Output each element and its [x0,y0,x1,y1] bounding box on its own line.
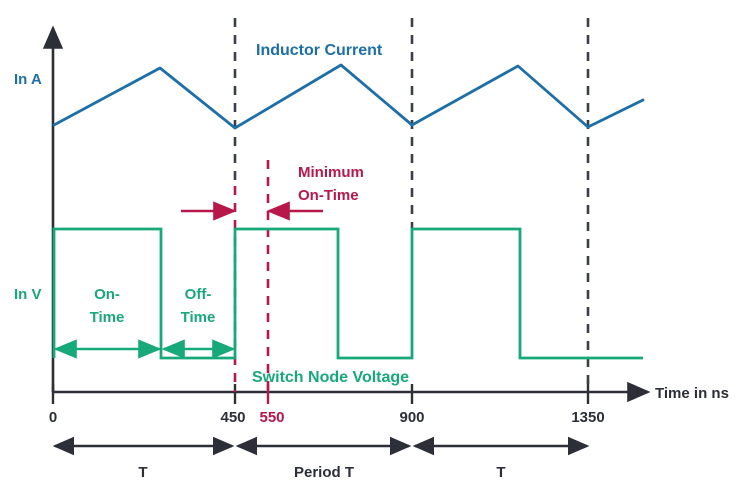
switch-node-voltage-waveform [52,227,643,360]
minimum-on-time-label-line1: Minimum [298,164,364,181]
y-axis-label-current: In A [14,71,42,88]
y-axis-label-voltage: In V [14,286,42,303]
x-tick-label-450: 450 [220,409,245,426]
switch-node-voltage-label: Switch Node Voltage [252,369,409,386]
x-tick-label-550: 550 [259,409,284,426]
off-time-label-line1: Off- [185,286,212,303]
inductor-current-waveform [52,63,645,130]
x-tick-label-0: 0 [49,409,57,426]
period-label-2: Period T [294,464,354,481]
x-axis-label: Time in ns [655,385,729,402]
period-label-3: T [496,464,505,481]
x-tick-label-900: 900 [399,409,424,426]
off-time-label-line2: Time [181,309,216,326]
inductor-current-label: Inductor Current [256,42,383,59]
x-tick-label-1350: 1350 [571,409,604,426]
minimum-on-time-label-line2: On-Time [298,187,359,204]
period-label-1: T [138,464,147,481]
on-time-label-line1: On- [94,286,120,303]
on-time-label-line2: Time [90,309,125,326]
